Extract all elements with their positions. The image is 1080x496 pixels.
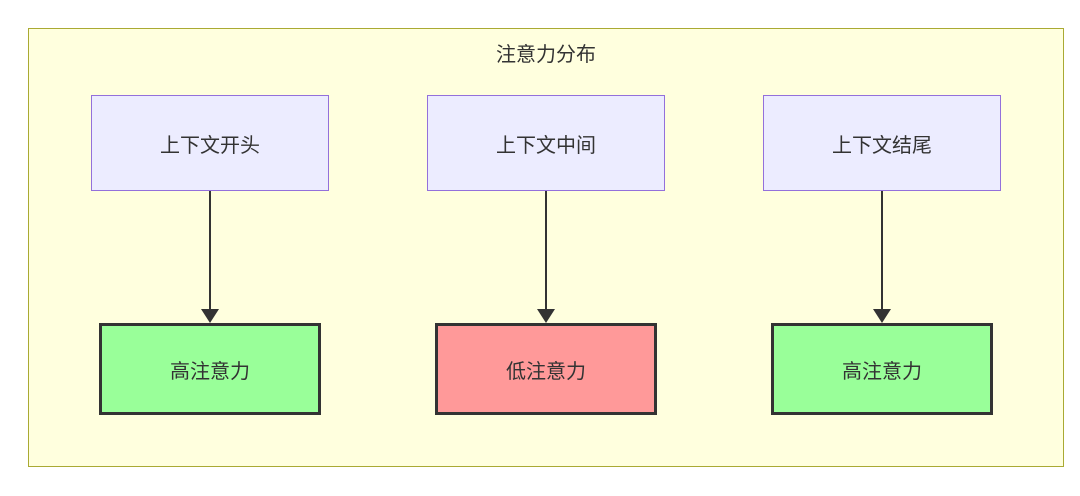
flow-columns: 上下文开头 高注意力 上下文中间 低注意力: [29, 95, 1063, 415]
arrow-line: [545, 191, 547, 309]
arrow-down-icon: [201, 191, 219, 323]
flow-column-context-end: 上下文结尾 高注意力: [763, 95, 1001, 415]
node-context-start: 上下文开头: [91, 95, 329, 191]
arrow-head: [201, 309, 219, 323]
node-label: 高注意力: [170, 360, 250, 383]
node-label: 上下文结尾: [832, 134, 932, 157]
node-high-attention-start: 高注意力: [99, 323, 321, 415]
attention-distribution-subgraph: 注意力分布 上下文开头 高注意力 上下文中间: [28, 28, 1064, 467]
node-context-end: 上下文结尾: [763, 95, 1001, 191]
arrow-head: [537, 309, 555, 323]
arrow-down-icon: [873, 191, 891, 323]
node-high-attention-end: 高注意力: [771, 323, 993, 415]
arrow-line: [209, 191, 211, 309]
flow-column-context-start: 上下文开头 高注意力: [91, 95, 329, 415]
node-context-middle: 上下文中间: [427, 95, 665, 191]
arrow-down-icon: [537, 191, 555, 323]
arrow-head: [873, 309, 891, 323]
node-label: 高注意力: [842, 360, 922, 383]
diagram-title: 注意力分布: [496, 44, 596, 66]
arrow-line: [881, 191, 883, 309]
node-label: 上下文开头: [160, 134, 260, 157]
node-low-attention-middle: 低注意力: [435, 323, 657, 415]
node-label: 上下文中间: [496, 134, 596, 157]
node-label: 低注意力: [506, 360, 586, 383]
flow-column-context-middle: 上下文中间 低注意力: [427, 95, 665, 415]
